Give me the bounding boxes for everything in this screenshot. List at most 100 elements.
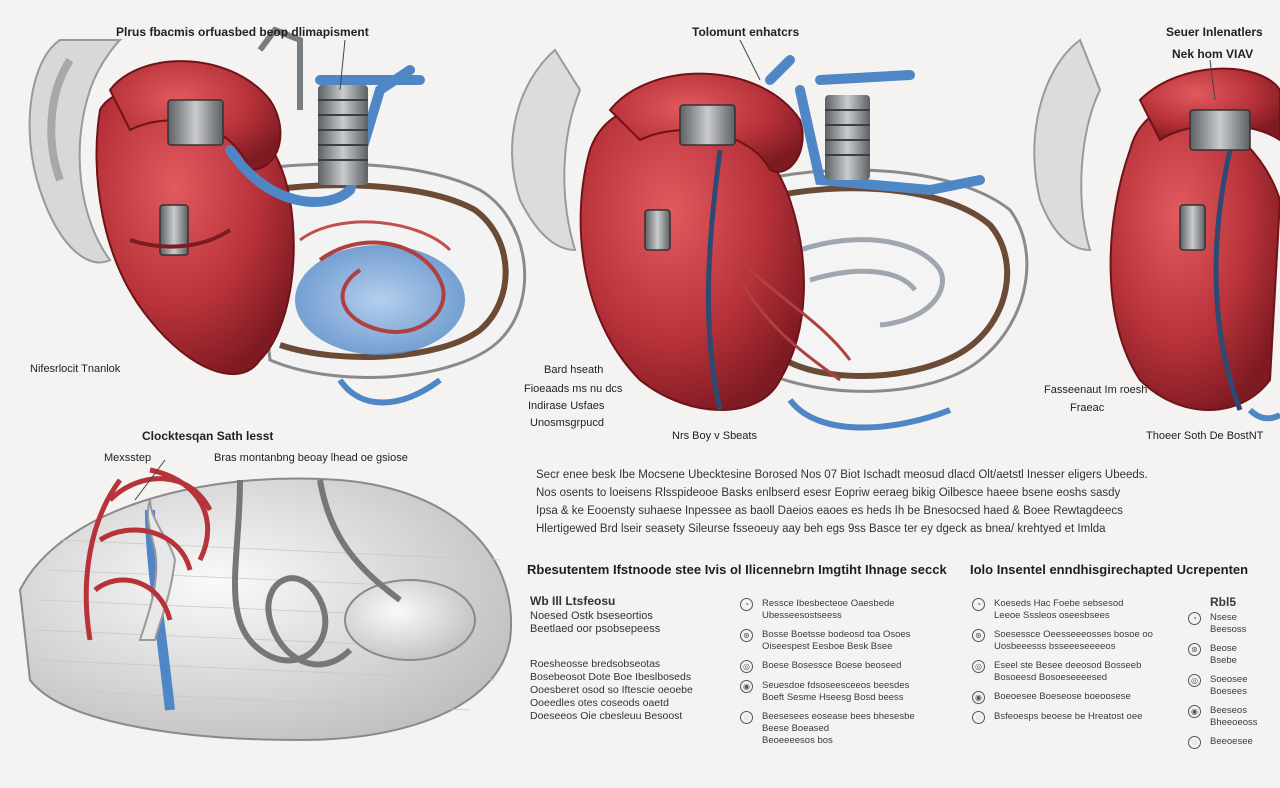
far-list-title: Rbl5 [1210, 595, 1237, 609]
list-item-text: Beese Boeased [762, 723, 830, 734]
list-item-text: Koeseds Hac Foebe sebsesod [994, 598, 1124, 609]
label-lower-left-desc: Bras montanbng beoay lhead oe gsiose [214, 452, 408, 464]
catheter-icon: ◌ [972, 711, 985, 724]
list-item-text: Beesoss [1210, 624, 1247, 635]
label-center-left-1: Bard hseath [544, 364, 604, 376]
valve-icon: ◎ [972, 660, 985, 673]
stent-icon: ⊛ [972, 629, 985, 642]
list-item-text: Ubesseesostseess [762, 610, 842, 621]
list-item-text: Uosbeeesss bsseeeseeeeos [994, 641, 1116, 652]
label-top-left: Plrus fbacmis orfuasbed beop dlimapismen… [116, 25, 369, 39]
paragraph-line: Ipsa & ke Eooensty suhaese Inpessee as b… [536, 505, 1123, 517]
list-item-text: Bosoeesd Bosoeseeeesed [994, 672, 1108, 683]
label-left-mid: Nifesrlocit Tnanlok [30, 363, 121, 375]
label-right-bottom: Thoeer Soth De BostNT [1146, 430, 1264, 442]
list-item-text: Oiseespest Eesboe Besk Bsee [762, 641, 893, 652]
wb-line: Roesheosse bredsobseotas [530, 658, 661, 670]
pump-icon: ◉ [972, 691, 985, 704]
list-item: ◌ Bsfeoesps beoese be Hreatost oee [972, 711, 1153, 724]
label-center-left-2: Fioeaads ms nu dcs [524, 383, 623, 395]
wb-line: Ooeedles otes coseods oaetd [530, 697, 669, 709]
label-top-center: Tolomunt enhatcrs [692, 25, 800, 39]
list-item-text: Beeoesee [1210, 736, 1253, 747]
list-item-text: Boese Bosessce Boese beoseed [762, 660, 902, 671]
list-item-text: Bheeoeoss [1210, 717, 1258, 728]
wb-line: Beetlaed oor psobsepeess [530, 623, 661, 635]
list-item-text: Soesessce Oeesseeeosses bosoe oo [994, 629, 1153, 640]
heart-illustration-1 [28, 26, 527, 406]
paragraph-line: Nos osents to loeisens Rlsspideooe Basks… [536, 487, 1121, 499]
leader-lines [134, 39, 1216, 501]
stent-icon: ⊛ [740, 629, 753, 642]
label-center-bottom: Nrs Boy v Sbeats [672, 430, 757, 442]
stent-icon: ⊛ [1188, 643, 1201, 656]
list-item-text: Beesesees eosease bees bhesesbe [762, 711, 915, 722]
list-item-text: Boeft Sesme Hseesg Bosd beess [762, 692, 904, 703]
valve-icon: ◎ [740, 660, 753, 673]
catheter-icon: ◌ [1188, 736, 1201, 749]
list-item-text: Soeosee [1210, 674, 1248, 685]
list-item: ◉ Boeoesee Boeseose boeoosese [972, 691, 1153, 704]
list-item-text: Seuesdoe fdsoseesceeos beesdes [762, 680, 910, 691]
wb-line: Noesed Ostk bseseortios [530, 610, 653, 622]
valve-icon: ◎ [1188, 674, 1201, 687]
list-item-text: Bosse Boetsse bodeosd toa Osoes [762, 629, 911, 640]
label-lower-left-sub: Mexsstep [104, 452, 152, 464]
wb-block: Wb Ill Ltsfeosu Noesed Ostk bseseortios … [530, 595, 660, 636]
pump-icon: ◉ [1188, 705, 1201, 718]
section-header-right: Iolo Insentel enndhisgirechapted Ucrepen… [970, 562, 1249, 577]
label-lower-left-title: Clocktesqan Sath lesst [142, 429, 274, 443]
anatomy-icon: ◔ [1188, 612, 1201, 625]
wb-block-2: Roesheosse bredsobseotas Bosebeosot Dote… [530, 658, 693, 723]
wb-line: Ooesberet osod so Iftescie oeoebe [530, 684, 693, 696]
label-center-left-3: Indirase Usfaes [528, 400, 605, 412]
list-item-text: Bsfeoesps beoese be Hreatost oee [994, 711, 1143, 722]
list-item-text: Beeseos [1210, 705, 1247, 716]
paragraph-line: Secr enee besk Ibe Mocsene Ubecktesine B… [536, 469, 1148, 481]
section-header-left: Rbesutentem Ifstnoode stee Ivis ol Ilice… [527, 562, 947, 577]
list-item-text: Boeoesee Boeseose boeoosese [994, 691, 1131, 702]
list-item-text: Bsebe [1210, 655, 1237, 666]
list-item-text: Boesees [1210, 686, 1247, 697]
catheter-icon: ◌ [740, 711, 753, 724]
anatomy-icon: ◔ [740, 598, 753, 611]
pump-icon: ◉ [740, 680, 753, 693]
list-item-text: Ressce Ibesbecteoe Oaesbede [762, 598, 895, 609]
list-item: ◎ Boese Bosessce Boese beoseed [740, 660, 915, 673]
description-paragraph: Secr enee besk Ibe Mocsene Ubecktesine B… [536, 466, 1256, 538]
label-top-right-2: Nek hom VIAV [1172, 47, 1254, 61]
label-top-right-1: Seuer Inlenatlers [1166, 25, 1263, 39]
list-item-text: Leeoe Sssleos oseesbsees [994, 610, 1110, 621]
list-item-text: Nsese [1210, 612, 1237, 623]
wb-title: Wb Ill Ltsfeosu [530, 594, 616, 608]
list-item: ◌ Beeoesee [1188, 736, 1258, 749]
list-item-text: Eseel ste Besee deeosod Bosseeb [994, 660, 1142, 671]
heart-illustration-2 [511, 48, 1029, 431]
wb-line: Doeseeos Oie cbesleuu Besoost [530, 710, 683, 722]
list-item-text: Beoeeeesos bos [762, 735, 833, 746]
label-right-mid-1: Fasseenaut Im roesh [1044, 384, 1148, 396]
label-right-mid-2: Fraeac [1070, 402, 1105, 414]
wb-line: Bosebeosot Dote Boe Ibeslboseds [530, 671, 692, 683]
device-cross-section [18, 467, 513, 742]
anatomy-icon: ◔ [972, 598, 985, 611]
heart-illustration-3 [1033, 38, 1280, 422]
paragraph-line: Hlertigewed Brd lseir seasety Sileurse f… [536, 523, 1106, 535]
list-item-text: Beose [1210, 643, 1237, 654]
label-center-left-4: Unosmsgrpucd [530, 417, 604, 429]
